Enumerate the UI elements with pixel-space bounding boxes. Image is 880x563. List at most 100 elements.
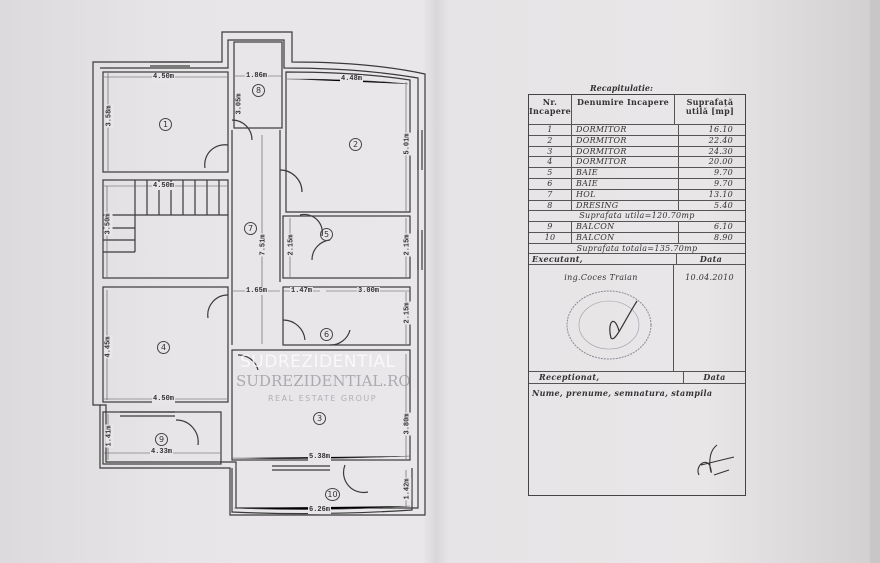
dim-stair-width: 4.50m (152, 182, 176, 190)
subtotal-row: Suprafata utila=120.70mp (529, 211, 745, 222)
authorization-stamp (566, 290, 652, 360)
watermark-logo: SUDREZIDENTIAL.RO (236, 372, 411, 390)
cell-name: BAIE (572, 168, 679, 178)
cell-area: 9.70 (713, 179, 733, 188)
dim-r3-height: 3.80m (403, 412, 412, 436)
total-text: Suprafata totala=135.70mp (576, 244, 698, 253)
room-number-10: 10 (325, 488, 340, 501)
executant-label: Executant, (529, 254, 677, 264)
cell-area: 5.40 (713, 200, 733, 210)
cell-area: 13.10 (708, 189, 733, 199)
table-title: Recapitulatie: (590, 83, 653, 93)
header-nr: Nr. Incapere (529, 95, 572, 124)
subtotal-text: Suprafata utila=120.70mp (579, 211, 695, 220)
cell-area: 22.40 (708, 135, 733, 145)
room-number-3: 3 (313, 412, 326, 425)
dim-r10-height: 1.42m (403, 477, 412, 501)
executant-name: ing.Coces Traian (564, 273, 638, 282)
room-number-5: 5 (320, 228, 333, 241)
cell-area: 16.10 (708, 125, 733, 134)
dim-r7-height: 7.51m (259, 233, 268, 257)
cell-area: 9.70 (713, 168, 733, 178)
cell-name: DORMITOR (572, 157, 679, 168)
cell-nr: 10 (529, 233, 572, 243)
signature (609, 300, 638, 340)
cell-nr: 1 (529, 125, 572, 135)
table-row: 10 BALCON 8.90 (529, 233, 745, 244)
dim-r6-height: 2.15m (403, 301, 412, 325)
table-row: 9 BALCON 6.10 (529, 222, 745, 233)
room-number-6: 6 (320, 328, 333, 341)
executant-body: ing.Coces Traian 10.04.2010 (529, 265, 745, 372)
dim-r1-width: 4.50m (152, 73, 176, 81)
dim-r10-width: 6.26m (308, 506, 332, 514)
cell-name: BALCON (572, 222, 679, 232)
cell-nr: 7 (529, 189, 572, 200)
executant-header: Executant, Data (529, 254, 745, 265)
watermark-tagline: REAL ESTATE GROUP (268, 394, 378, 403)
cell-name: DRESING (572, 200, 679, 211)
cell-nr: 5 (529, 168, 572, 178)
dim-r3-width: 5.38m (308, 453, 332, 461)
receptionat-label: Receptionat, (529, 372, 684, 383)
cell-nr: 3 (529, 146, 572, 157)
dim-r4-width: 4.50m (152, 395, 176, 403)
cell-area: 6.10 (713, 222, 733, 231)
cell-nr: 9 (529, 222, 572, 232)
table-header: Nr. Incapere Denumire Incapere Suprafață… (529, 95, 745, 125)
total-row: Suprafata totala=135.70mp (529, 244, 745, 254)
dim-r8-width: 1.86m (245, 72, 269, 80)
page-edge-shadow (870, 0, 880, 563)
executant-date: 10.04.2010 (685, 273, 734, 282)
receptionat-note: Nume, prenume, semnatura, stampila (532, 388, 713, 398)
cell-name: DORMITOR (572, 125, 679, 135)
cell-name: BALCON (572, 233, 679, 243)
watermark-text: SUDREZIDENTIAL (240, 352, 396, 372)
cell-name: BAIE (572, 179, 679, 189)
cell-area: 8.90 (713, 233, 733, 242)
header-name: Denumire Incapere (572, 95, 675, 124)
receptionat-signature (697, 444, 735, 476)
dim-r9-width: 4.33m (150, 448, 174, 456)
cell-area: 24.30 (708, 146, 733, 156)
dim-r1-height: 3.58m (105, 104, 114, 128)
dim-r5-height-left: 2.15m (287, 233, 296, 257)
dim-r5-height-right: 2.15m (403, 233, 412, 257)
summary-table: Nr. Incapere Denumire Incapere Suprafață… (528, 94, 746, 496)
executant-date-label: Data (699, 254, 723, 264)
receptionat-date-label: Data (703, 372, 726, 382)
receptionat-header: Receptionat, Data (529, 372, 745, 384)
cell-name: HOL (572, 189, 679, 200)
dim-r8-height: 3.05m (235, 92, 244, 116)
cell-area: 20.00 (708, 157, 733, 167)
dim-r6-width: 1.47m (290, 287, 314, 295)
cell-nr: 8 (529, 200, 572, 211)
room-number-7: 7 (244, 222, 257, 235)
cell-nr: 2 (529, 135, 572, 146)
room-number-8: 8 (252, 84, 265, 97)
dim-r4-height: 4.45m (104, 335, 113, 359)
cell-nr: 6 (529, 179, 572, 189)
header-area: Suprafață utilă [mp] (685, 97, 735, 116)
dim-r2-width: 4.48m (340, 75, 364, 83)
room-number-9: 9 (155, 433, 168, 446)
dim-stair-height: 3.50m (104, 212, 113, 236)
cell-name: DORMITOR (572, 146, 679, 157)
dim-r9-height: 1.41m (105, 424, 114, 448)
room-number-2: 2 (349, 138, 362, 151)
room-number-1: 1 (159, 118, 172, 131)
dim-r6b-width: 3.00m (357, 287, 381, 295)
cell-nr: 4 (529, 157, 572, 168)
dim-r7-width: 1.65m (245, 287, 269, 295)
cell-name: DORMITOR (572, 135, 679, 146)
dim-r2-height: 5.01m (403, 132, 412, 156)
